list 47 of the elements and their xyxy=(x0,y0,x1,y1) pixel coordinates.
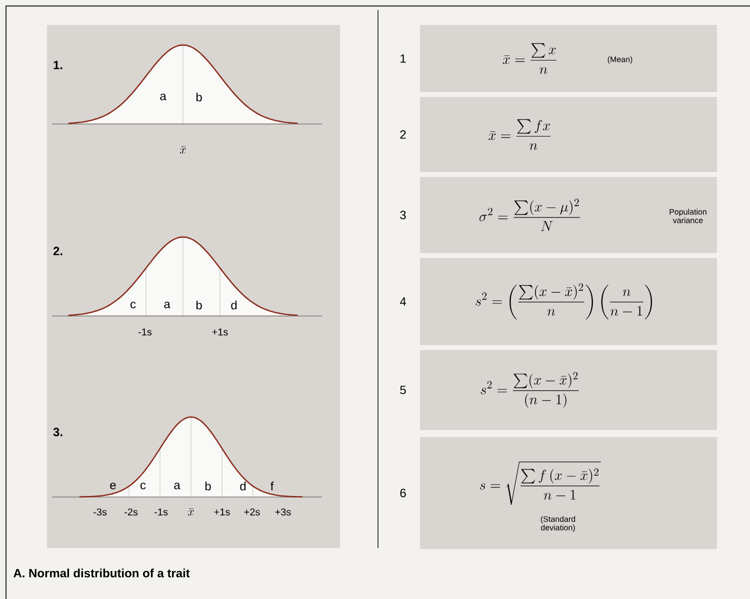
axis-label: $\bar{x}$ xyxy=(180,146,186,154)
row-number: 6 xyxy=(400,488,406,498)
area-letter: d xyxy=(231,300,237,310)
formula: $\bar{x} = \frac{\sum x}{n}$ xyxy=(502,43,556,74)
note: (Standard deviation) xyxy=(540,516,576,532)
axis-label: -3s xyxy=(94,508,107,516)
area-letter: a xyxy=(174,482,180,490)
axis-label: $\bar{x}$ xyxy=(188,508,194,516)
formula: $\sigma^2 = \frac{\sum (x-\mu)^2}{N}$ xyxy=(480,198,580,231)
formula: $s = \sqrt{\frac{\sum f\,(x-\bar{x})^2}{n-1}}$ xyxy=(480,462,601,505)
note: Population variance xyxy=(670,208,706,224)
row-number: 5 xyxy=(400,386,406,394)
axis-label: +1s xyxy=(212,328,228,336)
row-number: 1 xyxy=(400,54,406,63)
note: (Mean) xyxy=(608,56,632,64)
formula-band xyxy=(420,97,717,172)
axis-label: -1s xyxy=(138,328,152,336)
panel-number: 2. xyxy=(53,246,62,256)
formula-band xyxy=(420,350,717,430)
area-letter: e xyxy=(110,482,116,490)
formula-band xyxy=(420,258,717,345)
axis-label: +2s xyxy=(244,508,260,516)
axis-label: -1s xyxy=(154,508,168,516)
area-letter: f xyxy=(270,482,274,490)
formula: $\bar{x} = \frac{\sum fx}{n}$ xyxy=(488,119,551,150)
area-letter: b xyxy=(205,482,211,490)
formula: $s^2 = \frac{\sum (x-\bar{x})^2}{(n-1)}$ xyxy=(480,372,579,408)
area-letter: a xyxy=(164,302,170,308)
area-letter: c xyxy=(130,302,136,308)
row-number: 2 xyxy=(400,130,406,139)
formula-band xyxy=(420,25,717,92)
formula-band xyxy=(420,437,717,549)
panel-number: 1. xyxy=(54,60,62,70)
caption: A. Normal distribution of a trait xyxy=(14,568,190,578)
row-number: 4 xyxy=(400,297,406,306)
axis-label: -2s xyxy=(124,508,138,516)
axis-label: +3s xyxy=(275,508,291,516)
area-letter: d xyxy=(240,482,246,490)
axis-label: +1s xyxy=(214,508,230,516)
area-letter: c xyxy=(140,482,146,490)
formula: $s^2 = \left(\frac{\sum (x-\bar{x})^2}{n}\right)\left(\frac{n}{n-1}\right)$ xyxy=(476,283,652,320)
formula-band xyxy=(420,177,717,253)
area-letter: b xyxy=(196,300,202,310)
panel-number: 3. xyxy=(53,428,62,436)
area-letter: b xyxy=(196,92,202,102)
area-letter: a xyxy=(160,94,166,100)
row-number: 3 xyxy=(400,210,406,220)
